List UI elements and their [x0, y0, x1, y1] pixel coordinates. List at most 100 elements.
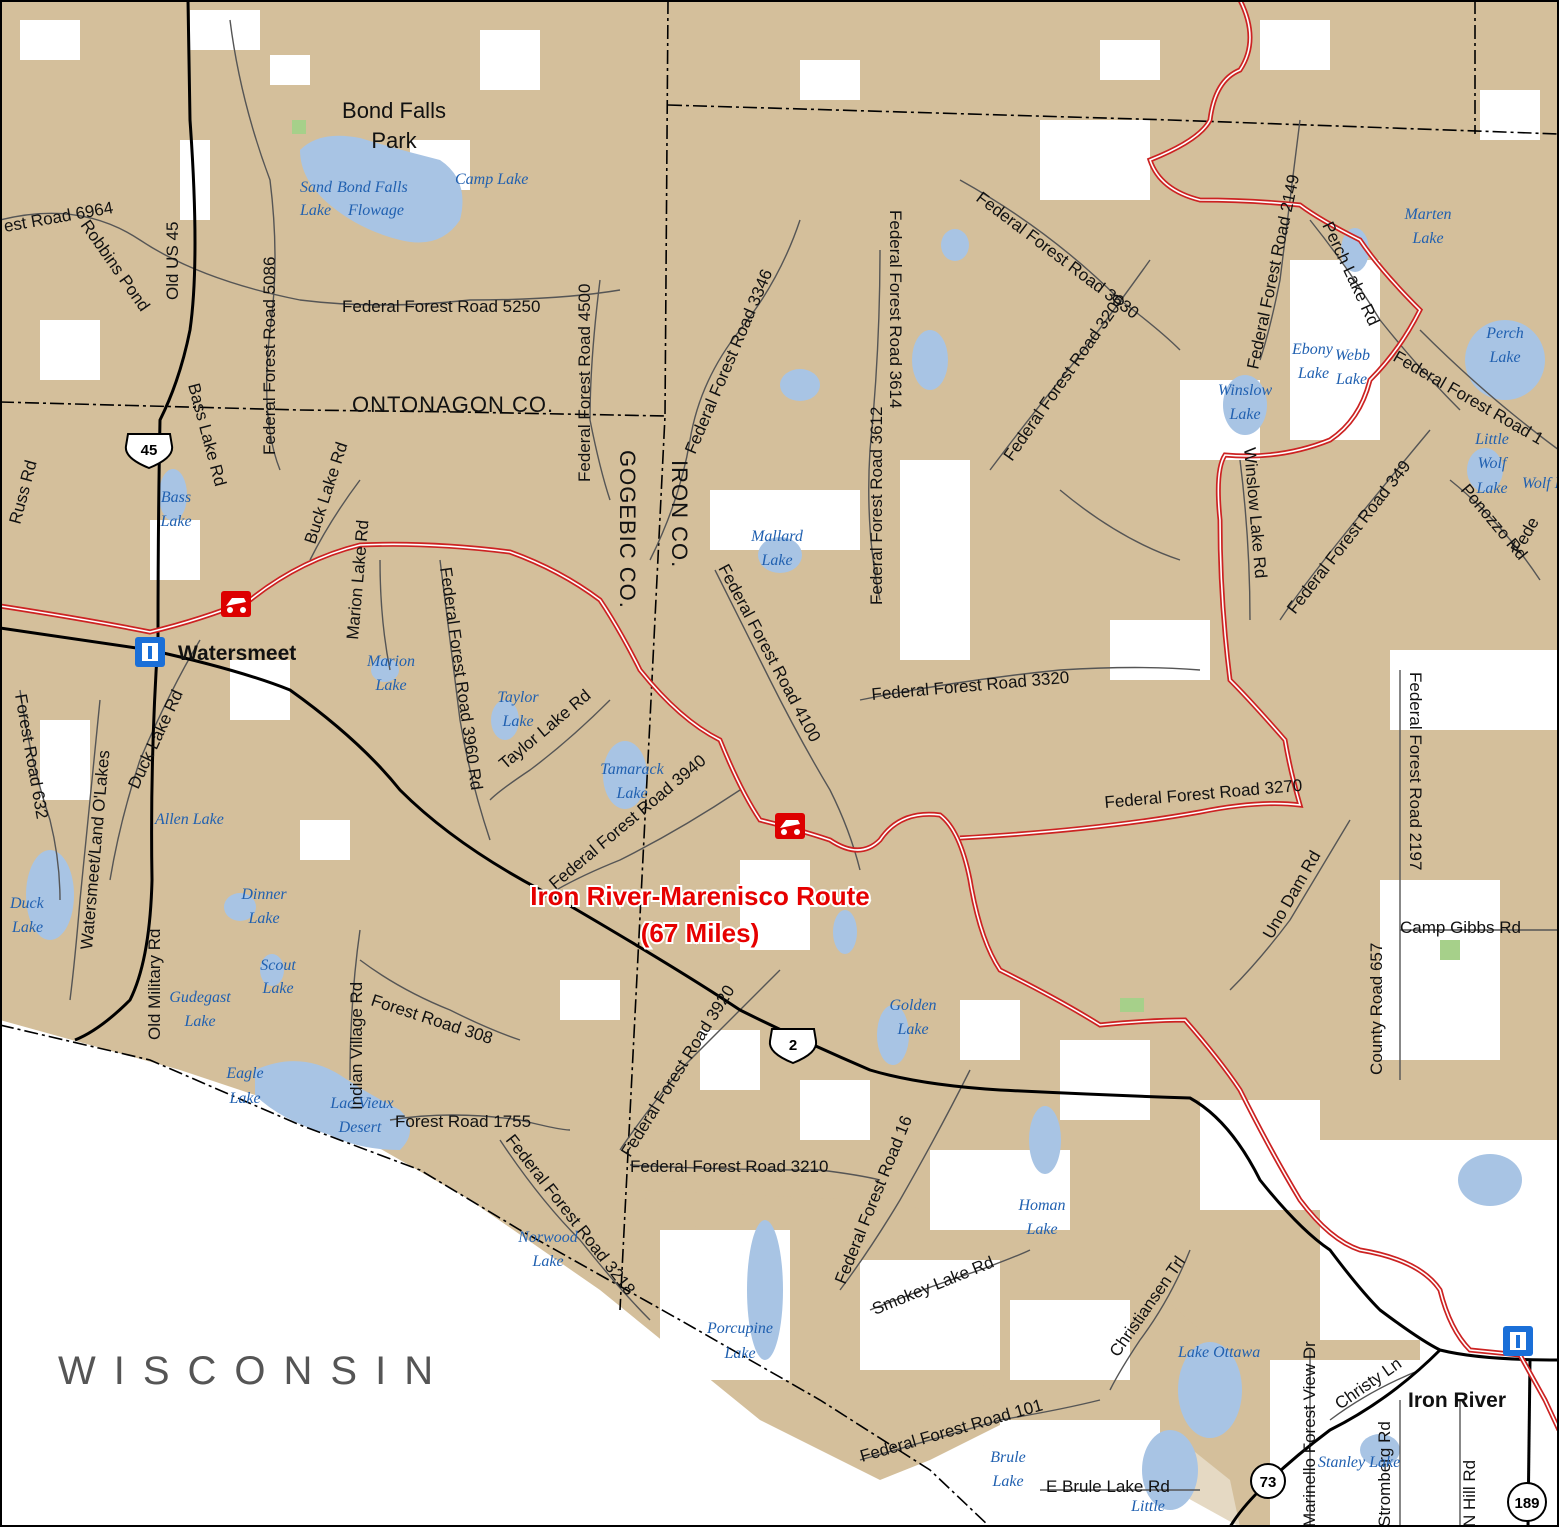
place-labels: Bond Falls Park Watersmeet Iron River ON… [58, 98, 1506, 1412]
lake-label: Marten [1403, 206, 1451, 223]
shield-number: 189 [1514, 1495, 1539, 1512]
lake [260, 954, 284, 986]
lake [941, 229, 969, 261]
road [389, 1114, 571, 1131]
atv-trailhead-icon[interactable] [775, 813, 805, 839]
lake-label: Homan [1017, 1197, 1065, 1214]
road [869, 1249, 1031, 1311]
road [359, 959, 521, 1041]
atv-wheel [794, 829, 800, 835]
private-land-patch [860, 1260, 1000, 1370]
lake-label: Lake [1411, 230, 1443, 247]
us-shield-shape [124, 433, 174, 470]
road [1229, 819, 1351, 991]
lake [912, 330, 948, 390]
atv-glyph [226, 598, 246, 606]
town-watersmeet[interactable]: Watersmeet [178, 642, 296, 665]
lake-label: Lake [1297, 365, 1329, 382]
road [1449, 479, 1541, 581]
road [379, 559, 391, 671]
lake-label: Lake [1475, 480, 1507, 497]
road-label: Federal Forest Road 3210 [630, 1157, 828, 1176]
private-land-patch [900, 460, 970, 660]
county-line [667, 104, 1559, 135]
road [19, 689, 61, 901]
lake-label: Lake [991, 1473, 1023, 1490]
lake [1467, 448, 1503, 492]
lake-label: Lake [896, 1021, 928, 1038]
road-label: Old US 45 [163, 222, 182, 300]
private-land-patch [1000, 1420, 1160, 1527]
road-label: Marinello Forest View Dr [1300, 1341, 1319, 1527]
shield-us-2[interactable]: 2 [768, 1028, 818, 1065]
private-land-patch [800, 1080, 870, 1140]
road [859, 1399, 1101, 1461]
lake-label: Flowage [347, 202, 404, 219]
lake-label: Marion [366, 653, 415, 670]
road [859, 666, 1201, 701]
private-land-patch [300, 820, 350, 860]
atv-wheel [240, 607, 246, 613]
lake-labels: Sand Lake Bond Falls Flowage Camp Lake M… [9, 171, 1559, 1515]
private-land-patch [40, 720, 90, 800]
lac-vieux-desert [255, 1061, 410, 1150]
lake-label: Wolf [1478, 455, 1509, 472]
lake-label: Lake [531, 1253, 563, 1270]
lake [747, 1220, 783, 1360]
lake [1458, 1154, 1522, 1206]
road [309, 479, 361, 561]
lake-label: Lake [760, 552, 792, 569]
road [868, 249, 881, 601]
shield-us-45[interactable]: 45 [124, 433, 174, 470]
state-line [0, 1024, 991, 1527]
lake-label: Lake [183, 1013, 215, 1030]
route-line-inner [0, 543, 1559, 1431]
shield-m-189[interactable]: 189 [1507, 1482, 1547, 1522]
atv-trailhead-icon[interactable] [221, 591, 251, 617]
road [629, 1164, 881, 1181]
lake-label: Stanley Lake [1318, 1454, 1400, 1471]
road-label: County Road 657 [1367, 943, 1386, 1075]
lake-label: Bond Falls [337, 179, 408, 196]
lake-label: Lake [723, 1345, 755, 1362]
road [1419, 329, 1559, 451]
road [349, 929, 361, 1081]
lake-label: Little [1474, 431, 1509, 448]
bond-falls-flowage [300, 135, 463, 243]
lake [1465, 320, 1545, 400]
info-icon[interactable] [135, 637, 165, 667]
lake [758, 537, 802, 573]
info-icon[interactable] [1503, 1326, 1533, 1356]
private-land-patch [1060, 1040, 1150, 1120]
lake-label: Golden [889, 997, 936, 1014]
road [1059, 489, 1181, 561]
road [0, 212, 621, 306]
lake [1178, 1342, 1242, 1438]
private-land-patch [270, 55, 310, 85]
shield-m-73[interactable]: 73 [1250, 1463, 1286, 1499]
road-label: Indian Village Rd [347, 982, 366, 1110]
lake-label: Tamarack [600, 761, 664, 778]
road [229, 19, 281, 471]
lake-label: Lake [615, 785, 647, 802]
lake-label: Lake [159, 513, 191, 530]
road-label: Federal Forest Road 2197 [1406, 672, 1425, 870]
private-land-patch [190, 10, 260, 50]
private-land-patch [1380, 880, 1500, 1060]
route-title[interactable]: Iron River-Marenisco Route [528, 879, 872, 913]
county-ontonagon: ONTONAGON CO. [352, 392, 554, 417]
town-iron-river[interactable]: Iron River [1408, 1389, 1506, 1412]
state-shield-shape [1250, 1463, 1286, 1499]
lake-label: Winslow [1218, 382, 1273, 399]
private-land-patch [1390, 650, 1559, 730]
lake [1029, 1106, 1061, 1174]
lake-label: Lake [374, 677, 406, 694]
lake-label: Lake [1228, 406, 1260, 423]
road-label: Federal Forest Road 3614 [886, 210, 905, 408]
road [649, 219, 801, 561]
private-land-patch [560, 980, 620, 1020]
lake-label: Porcupine [706, 1320, 773, 1337]
